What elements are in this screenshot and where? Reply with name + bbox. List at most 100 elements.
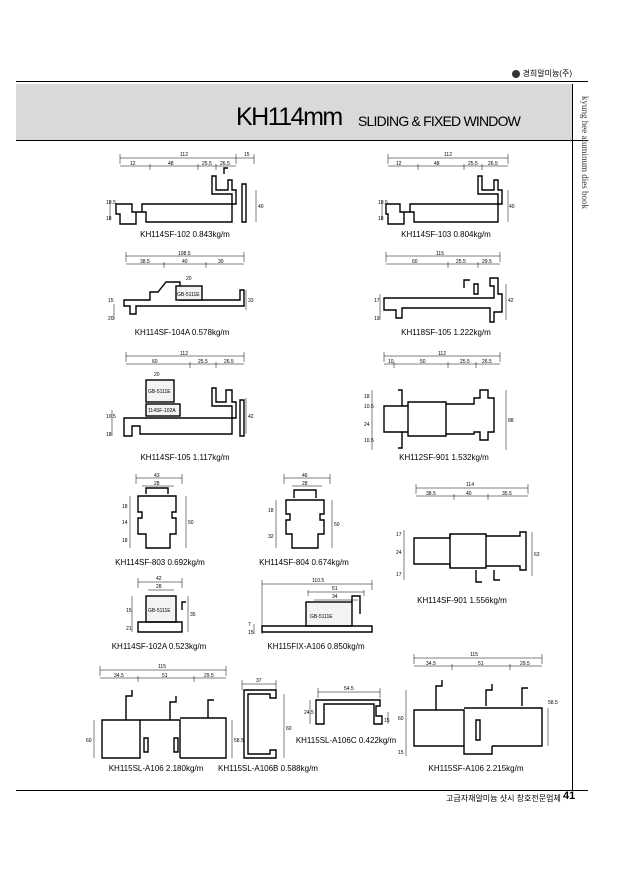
dim-label: 18	[378, 216, 384, 222]
dim-label: 28	[154, 481, 160, 487]
profile-drawing-kh115fix-a106: 110.5 51 34 GB-5111E 7 15	[248, 578, 373, 636]
profile-drawing-kh114sf-103: 112 12 48 25.5 26.5 18 10.5 40	[378, 152, 515, 225]
dim-label: 10.5	[378, 200, 388, 206]
dim-label: 25.5	[198, 359, 208, 365]
dim-label: 34.5	[114, 673, 124, 679]
dim-label: 26.5	[488, 161, 498, 167]
profile-caption: KH114SF-901 1.556kg/m	[417, 596, 507, 605]
dim-label: 40	[509, 204, 515, 210]
profile-caption: KH115FIX-A106 0.850kg/m	[267, 642, 365, 651]
dim-label: 60	[152, 359, 158, 365]
dim-label: 60	[398, 716, 404, 722]
part-label: 114SF-102A	[148, 408, 176, 414]
dim-label: 14	[122, 520, 128, 526]
dim-label: 51	[162, 673, 168, 679]
dim-label: 51	[478, 661, 484, 667]
top-rule	[16, 81, 588, 82]
dim-overall: 54.5	[344, 686, 354, 692]
dim-overall: 112	[444, 152, 452, 158]
profile-drawing-kh115sl-a106c: 54.5 24.5 15	[304, 686, 390, 725]
dim-label: 40	[466, 491, 472, 497]
dim-label: 26.5	[224, 359, 234, 365]
page-subtitle: SLIDING & FIXED WINDOW	[358, 113, 521, 129]
profile-drawing-kh114sf-105: 112 60 25.5 26.5 20 GB-5111E 114SF-102A …	[106, 351, 254, 438]
gasket-label: GB-5111E	[177, 292, 200, 298]
dim-label: 25.5	[460, 359, 470, 365]
dim-overall: 37	[256, 678, 262, 684]
dim-label: 15	[248, 630, 254, 636]
dim-label: 24	[364, 422, 370, 428]
dim-label: 18	[268, 508, 274, 514]
dim-label: 60	[412, 259, 418, 265]
profile-caption: KH114SF-102 0.843kg/m	[140, 230, 230, 239]
page-number: 41	[563, 790, 576, 802]
profile-caption: KH118SF-105 1.222kg/m	[401, 328, 491, 337]
dim-label: 60	[86, 738, 92, 744]
side-rule	[572, 84, 573, 790]
profile-caption: KH115SL-A106B 0.588kg/m	[218, 764, 318, 773]
dim-label: 28	[302, 481, 308, 487]
dim-label: 34.5	[426, 661, 436, 667]
dim-label: 10.5	[106, 414, 116, 420]
profile-caption: KH114SF-105 1.117kg/m	[140, 453, 230, 462]
profile-caption: KH114SF-804 0.674kg/m	[259, 558, 349, 567]
dim-label: 33	[248, 298, 254, 304]
profile-caption: KH114SF-103 0.804kg/m	[401, 230, 491, 239]
dim-label: 51	[332, 586, 338, 592]
dim-label: 34	[332, 594, 338, 600]
dim-label: 25.5	[468, 161, 478, 167]
dim-overall: 108.5	[178, 251, 191, 257]
profile-caption: KH114SF-102A 0.523kg/m	[111, 642, 207, 651]
dim-label: 26.5	[482, 359, 492, 365]
gasket-label: GB-5111E	[148, 608, 171, 614]
dim-label: 18	[122, 504, 128, 510]
dim-label: 7	[248, 622, 251, 628]
gasket-label: GB-5111E	[310, 614, 333, 620]
footer-rule	[16, 790, 588, 791]
dim-label: 15	[108, 298, 114, 304]
dim-label: 32	[268, 534, 274, 540]
profile-drawing-kh114sf-803: 43 28 18 14 18 50	[122, 473, 194, 549]
dim-label: 28	[156, 584, 162, 590]
dim-label: 30	[218, 259, 224, 265]
dim-label: 25.5	[202, 161, 212, 167]
profile-drawing-kh114sf-102: 112 15 12 48 25.5 26.5 18 10.5 40	[106, 152, 264, 225]
dim-overall: 112	[180, 152, 188, 158]
dim-label: 29.5	[204, 673, 214, 679]
dim-label: 12	[396, 161, 402, 167]
dim-label: 35	[190, 612, 196, 618]
dim-overall: 115	[436, 251, 444, 257]
profile-caption: KH114SF-803 0.692kg/m	[115, 558, 205, 567]
profile-drawing-kh114sf-102a: 42 28 GB-5111E 15 21 35	[126, 576, 196, 633]
brand-logo-icon	[511, 69, 520, 78]
dim-label: 42	[508, 298, 514, 304]
dim-overall: 42	[156, 576, 162, 582]
profile-caption: KH115SF-A106 2.215kg/m	[428, 764, 524, 773]
dim-label: 18	[364, 394, 370, 400]
dim-label: 17	[374, 298, 380, 304]
dim-overall: 46	[302, 473, 308, 479]
dim-overall: 43	[154, 473, 160, 479]
profile-drawing-kh118sf-105: 115 60 25.5 29.5 19 17 42	[374, 251, 514, 323]
brand-label: 경희알미늄(주)	[511, 68, 572, 79]
dim-label: 18	[106, 432, 112, 438]
dim-label: 12	[130, 161, 136, 167]
dim-label: 20	[186, 276, 192, 282]
dim-label: 63	[534, 552, 540, 558]
dim-label: 20	[108, 316, 114, 322]
dim-label: 38.5	[140, 259, 150, 265]
dim-label: 29.5	[482, 259, 492, 265]
title-band-rule	[16, 140, 588, 141]
dim-label: 17	[396, 532, 402, 538]
dim-label: 19	[374, 316, 380, 322]
dim-label: 20	[154, 372, 160, 378]
dim-overall: 115	[158, 664, 166, 670]
dim-label: 29.5	[520, 661, 530, 667]
dim-label: 15	[384, 718, 390, 724]
profile-caption: KH115SL-A106 2.180kg/m	[108, 764, 204, 773]
dim-label: 50	[334, 522, 340, 528]
profile-drawing-kh114sf-104a: 108.5 38.5 40 30 20 GB-5111E 20 15 33	[108, 251, 254, 322]
profile-caption: KH114SF-104A 0.578kg/m	[134, 328, 230, 337]
profile-caption: KH115SL-A106C 0.422kg/m	[295, 736, 397, 745]
dim-overall: 112	[180, 351, 188, 357]
